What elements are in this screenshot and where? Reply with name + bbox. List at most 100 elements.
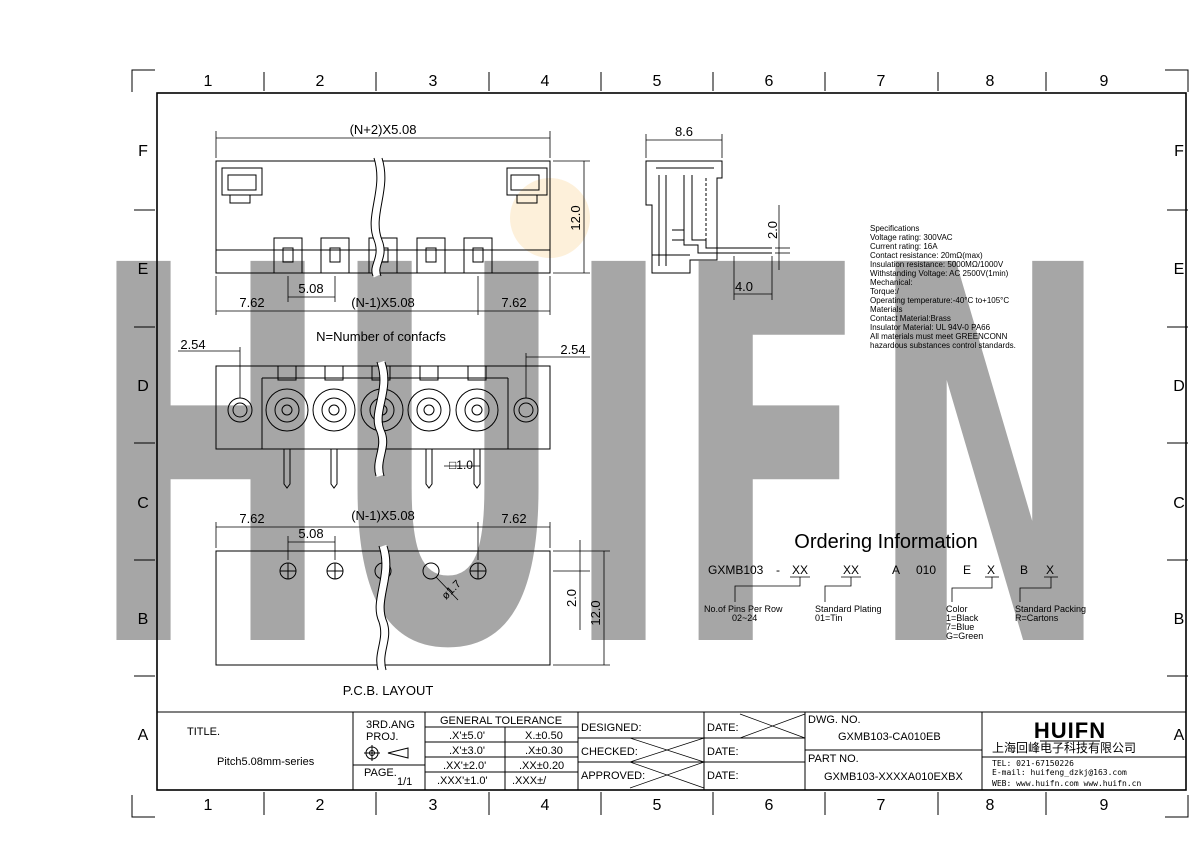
designed-label: DESIGNED: xyxy=(581,722,642,734)
col-label-bottom: 9 xyxy=(1100,797,1109,814)
row-label-right: C xyxy=(1173,495,1185,512)
col-label-top: 8 xyxy=(986,73,995,90)
packing-value: R=Cartons xyxy=(1015,613,1059,623)
col-label-top: 4 xyxy=(541,73,550,90)
ordering-info: Ordering Information GXMB103 - XX XX A 0… xyxy=(704,531,1086,641)
col-label-top: 2 xyxy=(316,73,325,90)
row-label-left: E xyxy=(138,261,149,278)
color-option: G=Green xyxy=(946,631,983,641)
front-dim-left: 2.54 xyxy=(180,337,205,352)
row-label-right: D xyxy=(1173,378,1185,395)
pcb-dim-height: 12.0 xyxy=(588,600,603,625)
side-view xyxy=(645,160,772,274)
top-view-dims xyxy=(215,131,590,315)
date-label: DATE: xyxy=(707,746,739,758)
row-label-left: D xyxy=(137,378,149,395)
packing-label: Standard Packing xyxy=(1015,604,1086,614)
watermark: HUIFN xyxy=(90,157,1110,763)
spec-line: Specifications xyxy=(870,224,919,233)
date-label: DATE: xyxy=(707,770,739,782)
proj-label: 3RD.ANG xyxy=(366,719,415,731)
pcb-dim-span: (N-1)X5.08 xyxy=(351,508,415,523)
pcb-view-dims xyxy=(215,522,610,666)
color-option: 7=Blue xyxy=(946,622,974,632)
code-series: GXMB103 xyxy=(708,563,764,577)
title-label: TITLE. xyxy=(187,726,220,738)
spec-line: All materials must meet GREENCONN xyxy=(870,332,1008,341)
col-label-top: 5 xyxy=(653,73,662,90)
tolerance-angle: .XX'±2.0' xyxy=(443,760,486,772)
code-pins: XX xyxy=(792,563,808,577)
spec-line: Insulation resistance: 5000MΩ/1000V xyxy=(870,260,1004,269)
pcb-caption: P.C.B. LAYOUT xyxy=(343,683,434,698)
col-label-top: 6 xyxy=(765,73,774,90)
checked-label: CHECKED: xyxy=(581,746,638,758)
spec-line: Materials xyxy=(870,305,902,314)
dim-overall-length: (N+2)X5.08 xyxy=(350,122,417,137)
company-email: E-mail: huifeng_dzkj@163.com xyxy=(992,768,1127,777)
part-value: GXMB103-XXXXA010EXBX xyxy=(824,771,963,783)
date-label: DATE: xyxy=(707,722,739,734)
col-label-bottom: 4 xyxy=(541,797,550,814)
dim-right: 7.62 xyxy=(501,295,526,310)
col-label-bottom: 2 xyxy=(316,797,325,814)
pcb-dim-offset: 2.0 xyxy=(564,589,579,607)
ordering-leaders xyxy=(734,576,1058,602)
pins-label: No.of Pins Per Row xyxy=(704,604,783,614)
tolerance-linear: .XXX±/ xyxy=(512,775,547,787)
top-view-caption: N=Number of confacfs xyxy=(316,329,446,344)
company-logo: HUIFN xyxy=(1034,718,1106,743)
company-web: WEB: www.huifn.com www.huifn.cn xyxy=(992,779,1141,788)
tolerance-header: GENERAL TOLERANCE xyxy=(440,715,562,727)
front-view-dims xyxy=(178,347,590,467)
color-option: 1=Black xyxy=(946,613,979,623)
pcb-dim-right: 7.62 xyxy=(501,511,526,526)
side-dim-width: 8.6 xyxy=(675,124,693,139)
page-value: 1/1 xyxy=(397,776,412,788)
row-label-left: F xyxy=(138,143,148,160)
row-label-right: E xyxy=(1174,261,1185,278)
tolerance-linear: X.±0.50 xyxy=(525,730,563,742)
col-label-bottom: 8 xyxy=(986,797,995,814)
col-label-bottom: 6 xyxy=(765,797,774,814)
side-view-dims xyxy=(645,134,790,300)
specifications: Specifications Voltage rating: 300VAC Cu… xyxy=(870,224,1016,350)
page-label: PAGE. xyxy=(364,767,397,779)
dwg-value: GXMB103-CA010EB xyxy=(838,731,941,743)
company-name: 上海回峰电子科技有限公司 xyxy=(992,740,1136,755)
col-label-bottom: 7 xyxy=(877,797,886,814)
part-label: PART NO. xyxy=(808,753,859,765)
front-view xyxy=(215,360,551,489)
side-dim-pin-offset: 4.0 xyxy=(735,279,753,294)
proj-label: PROJ. xyxy=(366,731,398,743)
title-block xyxy=(156,711,1187,791)
tolerance-linear: .X±0.30 xyxy=(525,745,563,757)
pcb-view xyxy=(215,544,551,671)
pins-range: 02~24 xyxy=(732,613,757,623)
code-packing: X xyxy=(1046,563,1054,577)
plating-value: 01=Tin xyxy=(815,613,842,623)
pcb-dim-pitch: 5.08 xyxy=(298,526,323,541)
row-label-left: A xyxy=(138,727,149,744)
spec-line: Contact resistance: 20mΩ(max) xyxy=(870,251,983,260)
col-label-bottom: 1 xyxy=(204,797,213,814)
row-label-right: B xyxy=(1174,611,1185,628)
approved-label: APPROVED: xyxy=(581,770,645,782)
dim-left: 7.62 xyxy=(239,295,264,310)
code-color: X xyxy=(987,563,995,577)
spec-line: Mechanical: xyxy=(870,278,913,287)
code-dash: - xyxy=(776,563,780,577)
row-label-right: A xyxy=(1174,727,1185,744)
spec-line: Contact Material:Brass xyxy=(870,314,951,323)
code-010: 010 xyxy=(916,563,936,577)
spec-line: Insulator Material: UL 94V-0 PA66 xyxy=(870,323,991,332)
spec-line: Withstanding Voltage: AC 2500V(1min) xyxy=(870,269,1009,278)
tolerance-angle: .X'±3.0' xyxy=(449,745,485,757)
tolerance-angle: .X'±5.0' xyxy=(449,730,485,742)
tolerance-linear: .XX±0.20 xyxy=(519,760,564,772)
top-view xyxy=(215,156,551,278)
spec-line: Current rating: 16A xyxy=(870,242,938,251)
color-label: Color xyxy=(946,604,968,614)
col-label-top: 9 xyxy=(1100,73,1109,90)
